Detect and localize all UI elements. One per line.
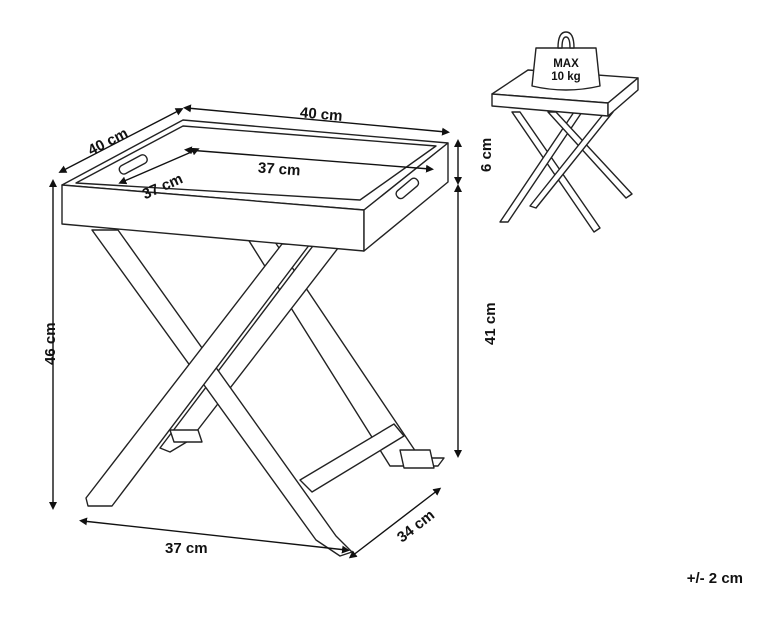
weight-icon [531,47,601,91]
small-leg-3 [547,111,633,199]
load-illustration [491,31,639,233]
tolerance-note: +/- 2 cm [686,570,743,587]
small-tray-side [607,77,639,117]
dim-base-depth-line [348,487,442,559]
label-inner-length: 37 cm [257,159,301,179]
dimension-lines [49,104,462,559]
label-base-depth: 34 cm [394,507,438,547]
label-leg-height: 41 cm [482,302,499,345]
foot-right [399,449,435,469]
weight-label-line2: 10 kg [551,71,580,83]
dim-inner-length-line [184,146,434,173]
tray-handle-right [395,177,420,200]
dim-inner-width-line [118,147,200,185]
main-table-drawing [61,119,449,557]
small-leg-1 [511,111,601,233]
dim-base-length-line [79,517,350,554]
label-base-length: 37 cm [165,540,208,557]
foot-left [169,429,203,443]
dim-top-width-line [58,108,184,173]
label-top-length: 40 cm [299,104,343,125]
bottom-crossbar [299,423,405,493]
dim-top-length-line [183,104,450,136]
weight-handle [557,31,575,49]
weight-label-line1: MAX [553,58,579,70]
label-rim-height: 6 cm [478,138,495,172]
label-total-height: 46 cm [42,322,59,365]
